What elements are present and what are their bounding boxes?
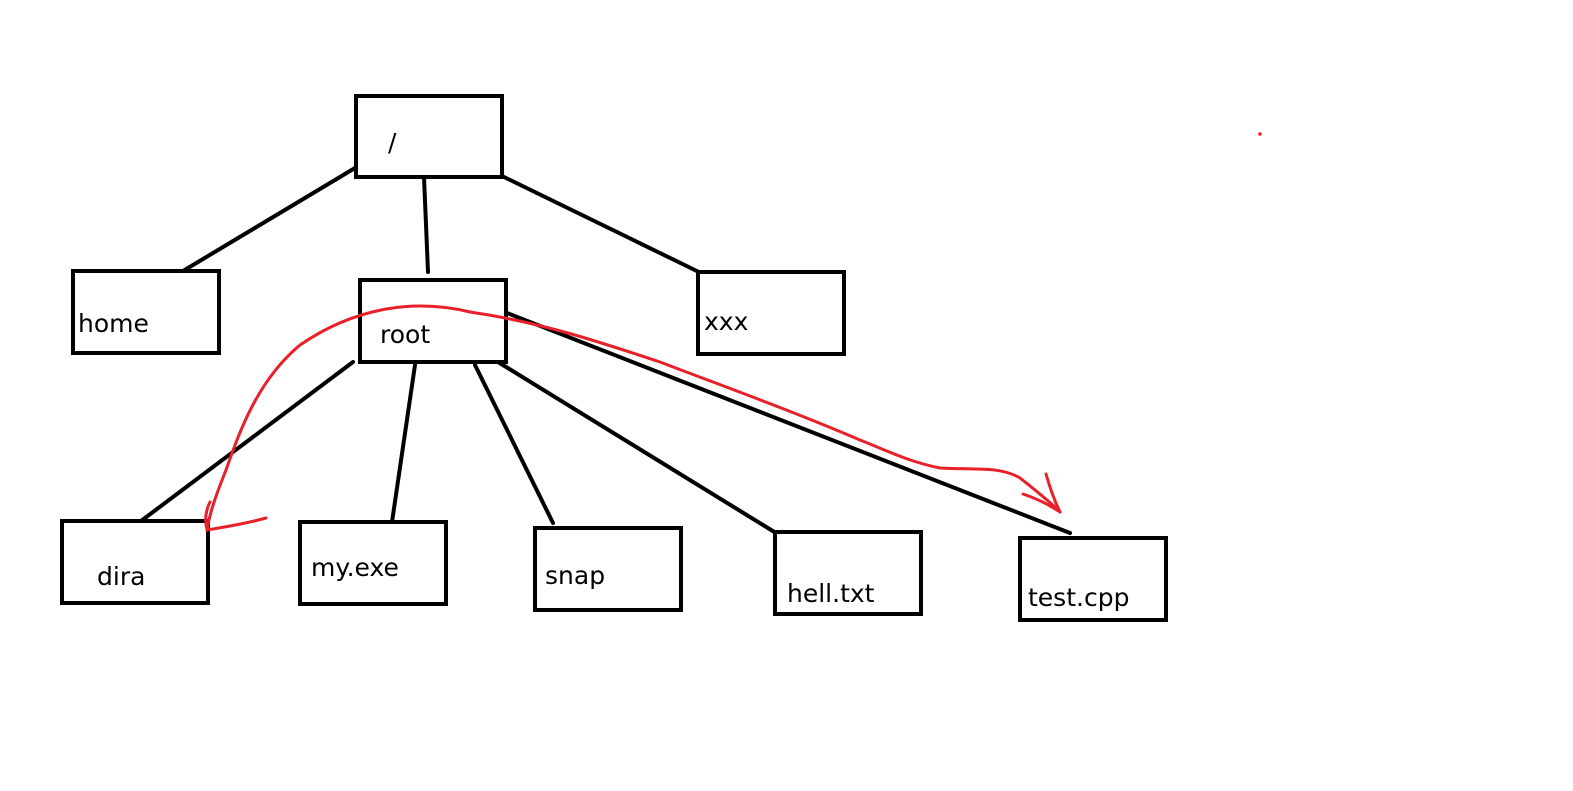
red-annotation [204,132,1262,532]
red-arrow-to-dira [205,304,472,532]
node-slash-label: / [388,128,397,157]
node-dira: dira [60,519,210,605]
node-myexe-label: my.exe [311,553,399,582]
edge-root-dira [139,360,355,523]
node-xxx-box [696,270,846,356]
node-xxx-label: xxx [704,307,748,336]
red-arrowhead-testcpp-right [1044,472,1062,514]
node-xxx: xxx [696,270,846,356]
node-home-label: home [78,309,149,338]
node-root-box [358,278,508,364]
edge-root-myexe [390,363,417,524]
node-root-label: root [380,320,430,349]
node-dira-box [60,519,210,605]
node-root: root [358,278,508,364]
edge-root-snap [473,363,555,525]
edge-slash-root [422,175,430,274]
node-home-box [71,269,221,355]
node-snap: snap [533,526,683,612]
node-snap-label: snap [545,561,605,590]
node-helltxt-box [773,530,923,616]
red-arrowhead-testcpp-left [1021,492,1062,514]
red-arrowhead-dira-right [205,516,268,532]
edge-root-helltxt [496,360,791,543]
node-slash: / [354,94,504,179]
red-dot [1258,132,1262,136]
node-myexe-box [298,520,448,606]
node-snap-box [533,526,683,612]
node-helltxt-label: hell.txt [787,579,875,608]
edge-slash-home [181,166,357,273]
red-arrowhead-dira-left [204,500,212,532]
node-dira-label: dira [97,562,145,591]
edge-root-testcpp [505,311,1072,535]
node-myexe: my.exe [298,520,448,606]
node-testcpp-label: test.cpp [1028,583,1129,612]
node-home: home [71,269,221,355]
node-helltxt: hell.txt [773,530,923,616]
red-arrow-to-testcpp [468,310,1062,514]
node-testcpp: test.cpp [1018,536,1168,622]
node-testcpp-box [1018,536,1168,622]
node-slash-box [354,94,504,179]
edge-slash-xxx [500,174,705,276]
